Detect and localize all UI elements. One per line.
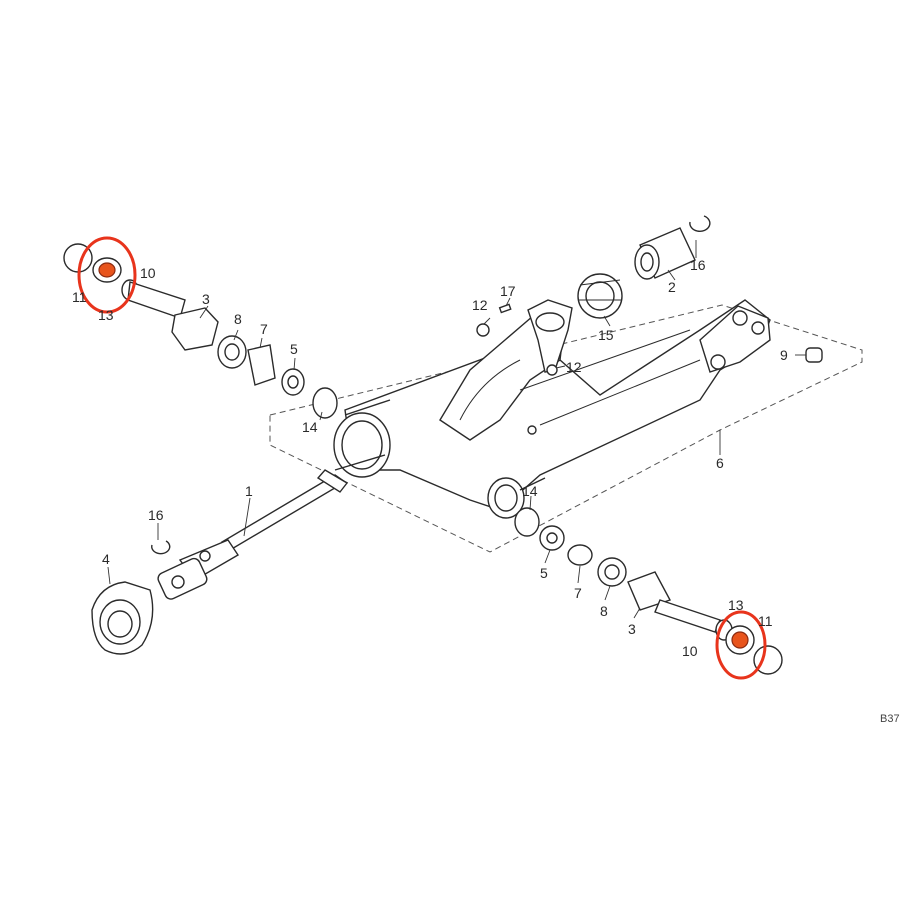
pivot-bolt-part-3-left: [127, 281, 186, 319]
circlip-part-16-bottom: [151, 540, 171, 555]
right-pivot-stack: [514, 507, 783, 675]
callout-13-left: 13: [98, 307, 114, 323]
callout-14-left: 14: [302, 419, 318, 435]
callout-1: 1: [245, 483, 253, 499]
callout-4: 4: [102, 551, 110, 567]
spacer-part-2: [634, 227, 696, 280]
callout-11-left: 11: [72, 289, 87, 305]
bolt-part-12-top: [476, 323, 490, 337]
leader-lines: [107, 240, 806, 619]
callout-5-right: 5: [540, 565, 548, 581]
callout-11-right: 11: [758, 613, 773, 629]
callout-12-mid: 12: [566, 359, 582, 375]
left-pivot-stack: [63, 243, 338, 419]
bearing-part-14-right: [514, 507, 540, 537]
callout-16-bottom: 16: [148, 507, 164, 523]
cap-part-11-right: [753, 645, 783, 675]
callout-17: 17: [500, 283, 516, 299]
bushing-part-7-left: [247, 344, 276, 386]
callout-10-right: 10: [682, 643, 698, 659]
callout-8-left: 8: [234, 311, 242, 327]
circlip-part-16-top: [689, 215, 711, 232]
drive-shaft-part-1: [157, 469, 349, 600]
bolt-part-12-mid: [546, 364, 558, 376]
callout-7-right: 7: [574, 585, 582, 601]
callout-13-right: 13: [728, 597, 744, 613]
callout-14-right: 14: [522, 483, 538, 499]
pin-part-17: [498, 303, 512, 314]
callout-3-left: 3: [202, 291, 210, 307]
callout-6: 6: [716, 455, 724, 471]
bearing-part-14-left: [312, 387, 338, 419]
nut-part-9: [805, 347, 823, 363]
swingarm-part-6: [333, 299, 771, 519]
callout-5-left: 5: [290, 341, 298, 357]
callout-3-right: 3: [628, 621, 636, 637]
highlight-circle-left: [77, 236, 137, 314]
highlight-circle-right: [715, 610, 767, 680]
callout-16-top: 16: [690, 257, 706, 273]
callout-15: 15: [598, 327, 614, 343]
boot-part-15: [577, 273, 623, 319]
callout-9: 9: [780, 347, 788, 363]
callout-2: 2: [668, 279, 676, 295]
reference-code: B37: [880, 713, 900, 725]
callout-10-left: 10: [140, 265, 156, 281]
callout-12-top: 12: [472, 297, 488, 313]
callout-8-right: 8: [600, 603, 608, 619]
boot-cup-part-4: [91, 581, 154, 655]
assembly-bracket: [269, 304, 863, 553]
callout-7-left: 7: [260, 321, 268, 337]
bushing-part-7-right: [567, 544, 593, 566]
